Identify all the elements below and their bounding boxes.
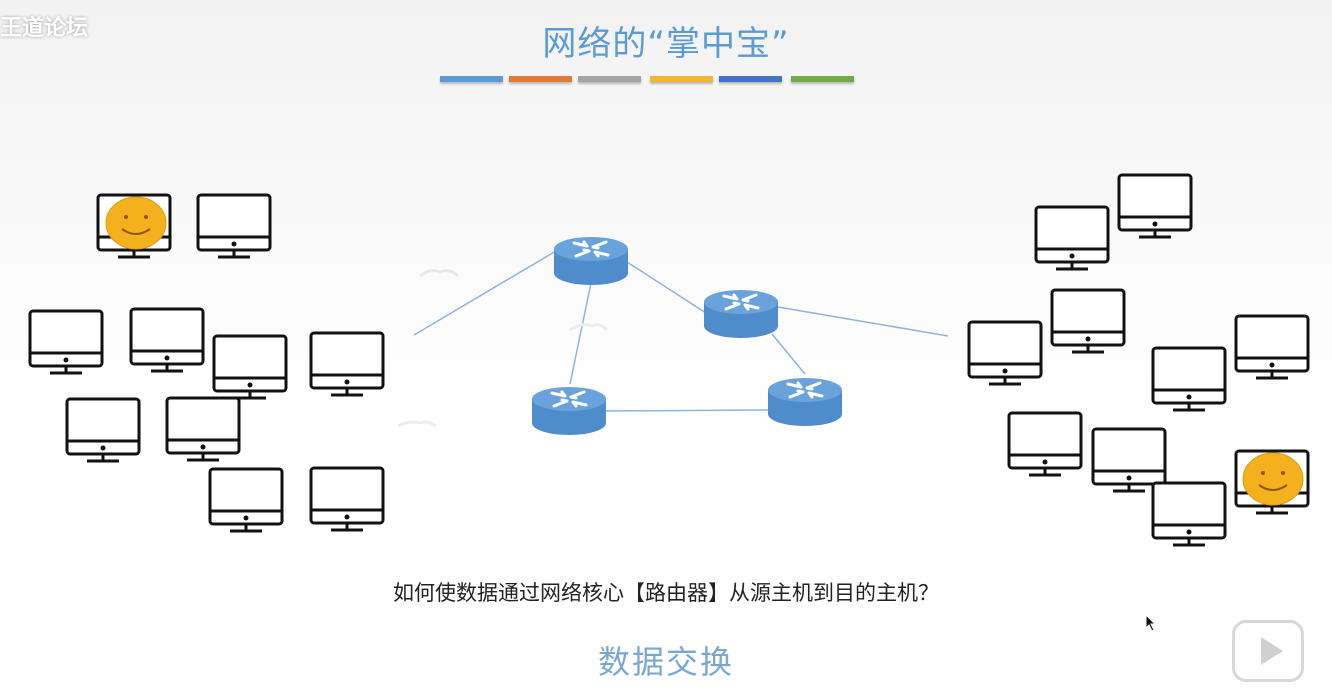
computer-monitor-icon [165,396,241,462]
mouse-cursor-icon [1145,614,1157,632]
slide-title: 网络的“掌中宝” [542,24,790,64]
computer-monitor-icon [967,320,1043,386]
link-router-3-router-4 [604,409,771,412]
link-router-2-router-4 [771,333,806,375]
computer-monitor-icon [65,397,141,463]
computer-monitor-icon [28,309,104,375]
color-bar-3 [578,76,641,82]
color-bar-2 [509,76,572,82]
color-bar-6 [791,76,854,82]
link-router-1-router-3 [569,282,592,385]
color-bar-4 [650,76,713,82]
computer-monitor-icon [1234,314,1310,380]
router-icon [530,385,608,437]
computer-monitor-icon [208,467,284,533]
router-icon [702,288,780,340]
network-links [413,250,949,412]
computer-monitor-icon [1091,427,1167,493]
computer-monitor-icon [196,193,272,259]
router-icon [552,235,630,287]
link-left-host-router-1 [413,250,557,336]
computer-monitor-icon [1151,346,1227,412]
color-bar-5 [719,76,782,82]
computer-monitor-icon [309,466,385,532]
watermark-logo: 王道论坛 [0,16,89,41]
computer-monitor-icon [1034,205,1110,271]
link-router-2-right-host [777,306,949,337]
question-text: 如何使数据通过网络核心【路由器】从源主机到目的主机？ [393,581,939,605]
link-router-1-router-2 [626,261,707,314]
computer-monitor-icon [1151,481,1227,547]
motion-hint-icon [397,269,609,428]
computer-monitor-icon [1117,173,1193,239]
computer-monitor-icon [129,307,205,373]
computer-monitor-icon [1050,288,1126,354]
computer-monitor-icon [309,331,385,397]
computer-monitor-icon [212,334,288,400]
computer-monitor-icon [1007,411,1083,477]
play-icon [1261,637,1283,665]
color-bar-1 [440,76,503,82]
smiley-face-icon [1242,452,1304,506]
router-icon [766,376,844,428]
smiley-face-icon [105,196,167,250]
play-button[interactable] [1232,620,1304,682]
section-subtitle: 数据交换 [597,643,734,681]
